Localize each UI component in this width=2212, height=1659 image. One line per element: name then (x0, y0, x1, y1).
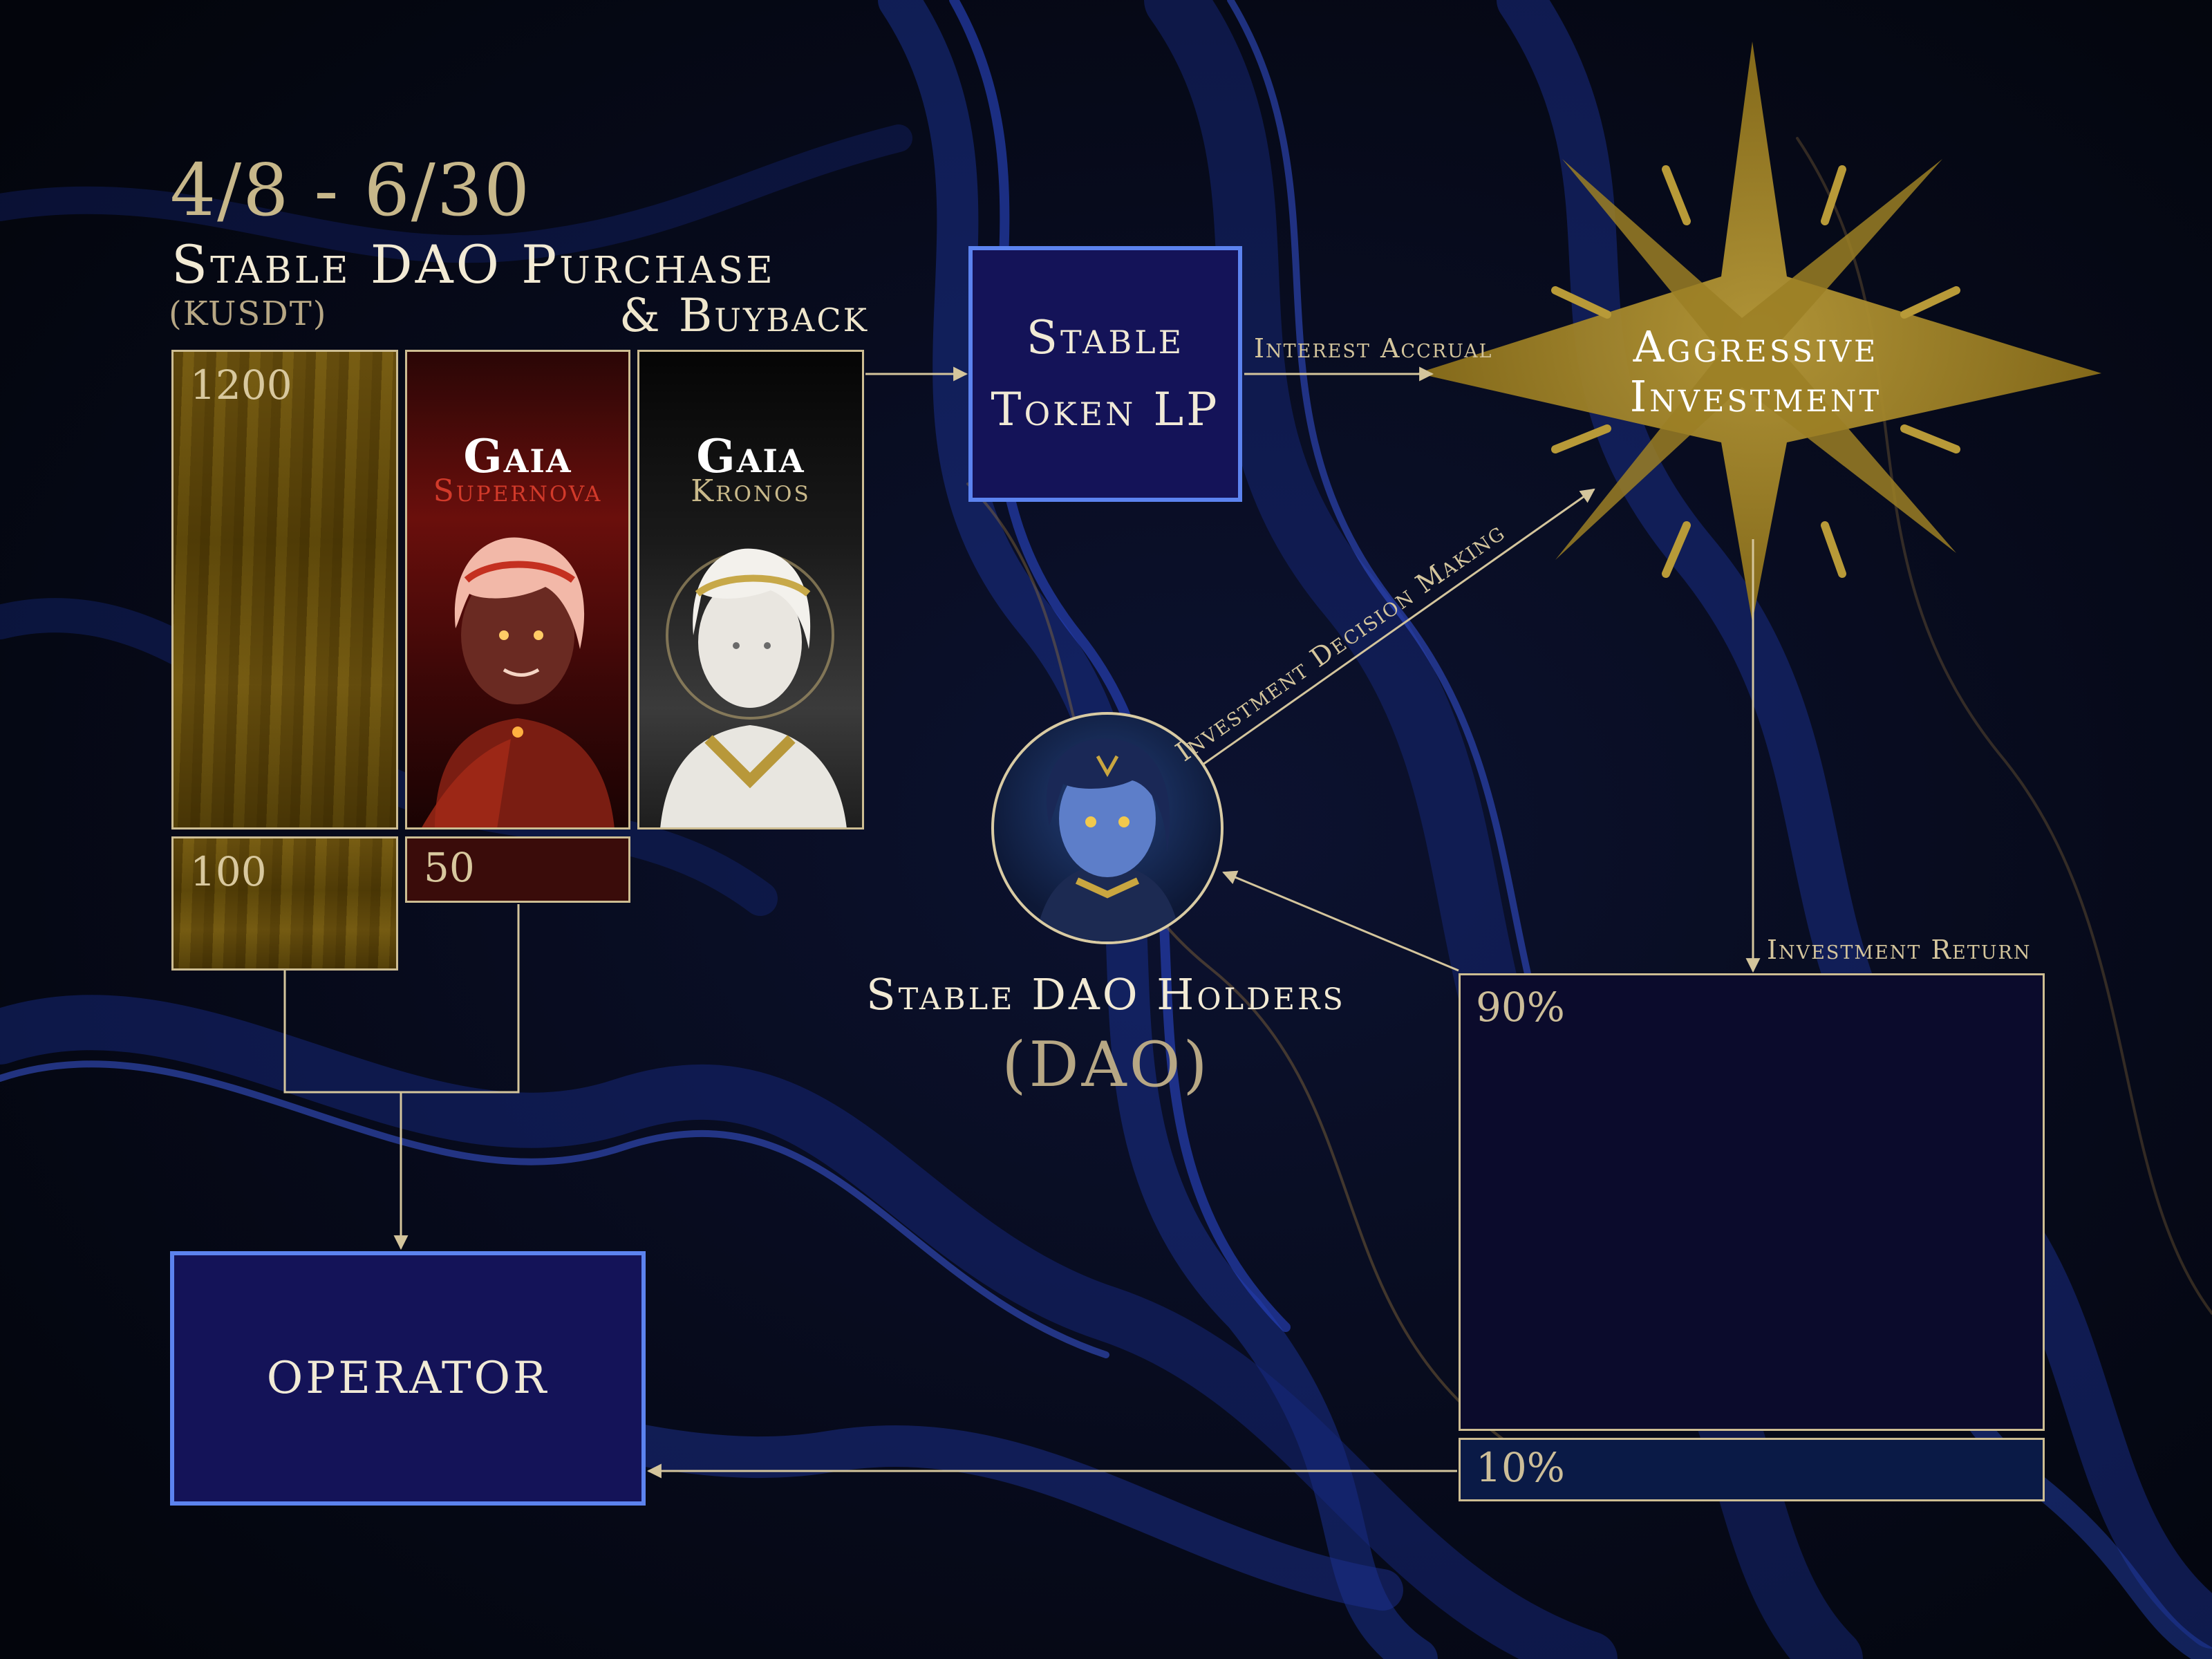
investment-decision-arrow (1202, 488, 1595, 766)
avatar (991, 712, 1224, 944)
purchase-title: Stable DAO Purchase (171, 234, 776, 295)
holders-return-box: 90% (1459, 973, 2045, 1431)
lp-line2: Token LP (991, 383, 1220, 436)
stable-token-lp-node: Stable Token LP (968, 246, 1242, 502)
holders-sub: (DAO) (1002, 1029, 1210, 1101)
gold-small-box: 100 (171, 836, 398, 971)
gaia-supernova-name: Gaia (463, 429, 572, 483)
gaia-supernova-subtitle: Supernova (433, 474, 603, 509)
aggressive-line1: Aggressive (1633, 321, 1879, 372)
interest-accrual-label: Interest Accrual (1254, 333, 1493, 364)
supernova-small-amount: 50 (424, 844, 475, 891)
buyback-label: & Buyback (619, 289, 869, 342)
aggressive-investment-label: Aggressive Investment (1590, 322, 1922, 422)
gold-amount: 1200 (190, 362, 292, 409)
supernova-portrait (422, 537, 615, 827)
lp-line1: Stable (1026, 311, 1185, 364)
gaia-kronos-card: Gaia Kronos (637, 350, 864, 830)
gold-small-amount: 100 (190, 848, 267, 895)
kronos-portrait (660, 548, 847, 827)
supernova-small-box: 50 (405, 836, 630, 903)
small-boxes-merge-line (283, 904, 520, 1094)
gold-purchase-box: 1200 (171, 350, 398, 830)
operator-return-pct: 10% (1476, 1444, 1565, 1491)
investment-return-label: Investment Return (1767, 935, 2032, 965)
holders-title: Stable DAO Holders (866, 969, 1346, 1020)
gold-star-icon (1417, 41, 2101, 622)
operator-label: OPERATOR (266, 1353, 550, 1404)
currency-label: (KUSDT) (169, 294, 328, 333)
gaia-kronos-name: Gaia (696, 429, 805, 483)
date-range: 4/8 - 6/30 (170, 148, 532, 232)
holders-return-pct: 90% (1476, 984, 1565, 1031)
return-to-holders-arrow (1222, 870, 1459, 972)
aggressive-line2: Investment (1629, 371, 1882, 422)
gaia-kronos-subtitle: Kronos (691, 474, 811, 509)
gaia-supernova-card: Gaia Supernova (405, 350, 630, 830)
operator-node: OPERATOR (170, 1251, 646, 1506)
operator-return-box: 10% (1459, 1438, 2045, 1501)
avatar-portrait (1035, 738, 1181, 941)
